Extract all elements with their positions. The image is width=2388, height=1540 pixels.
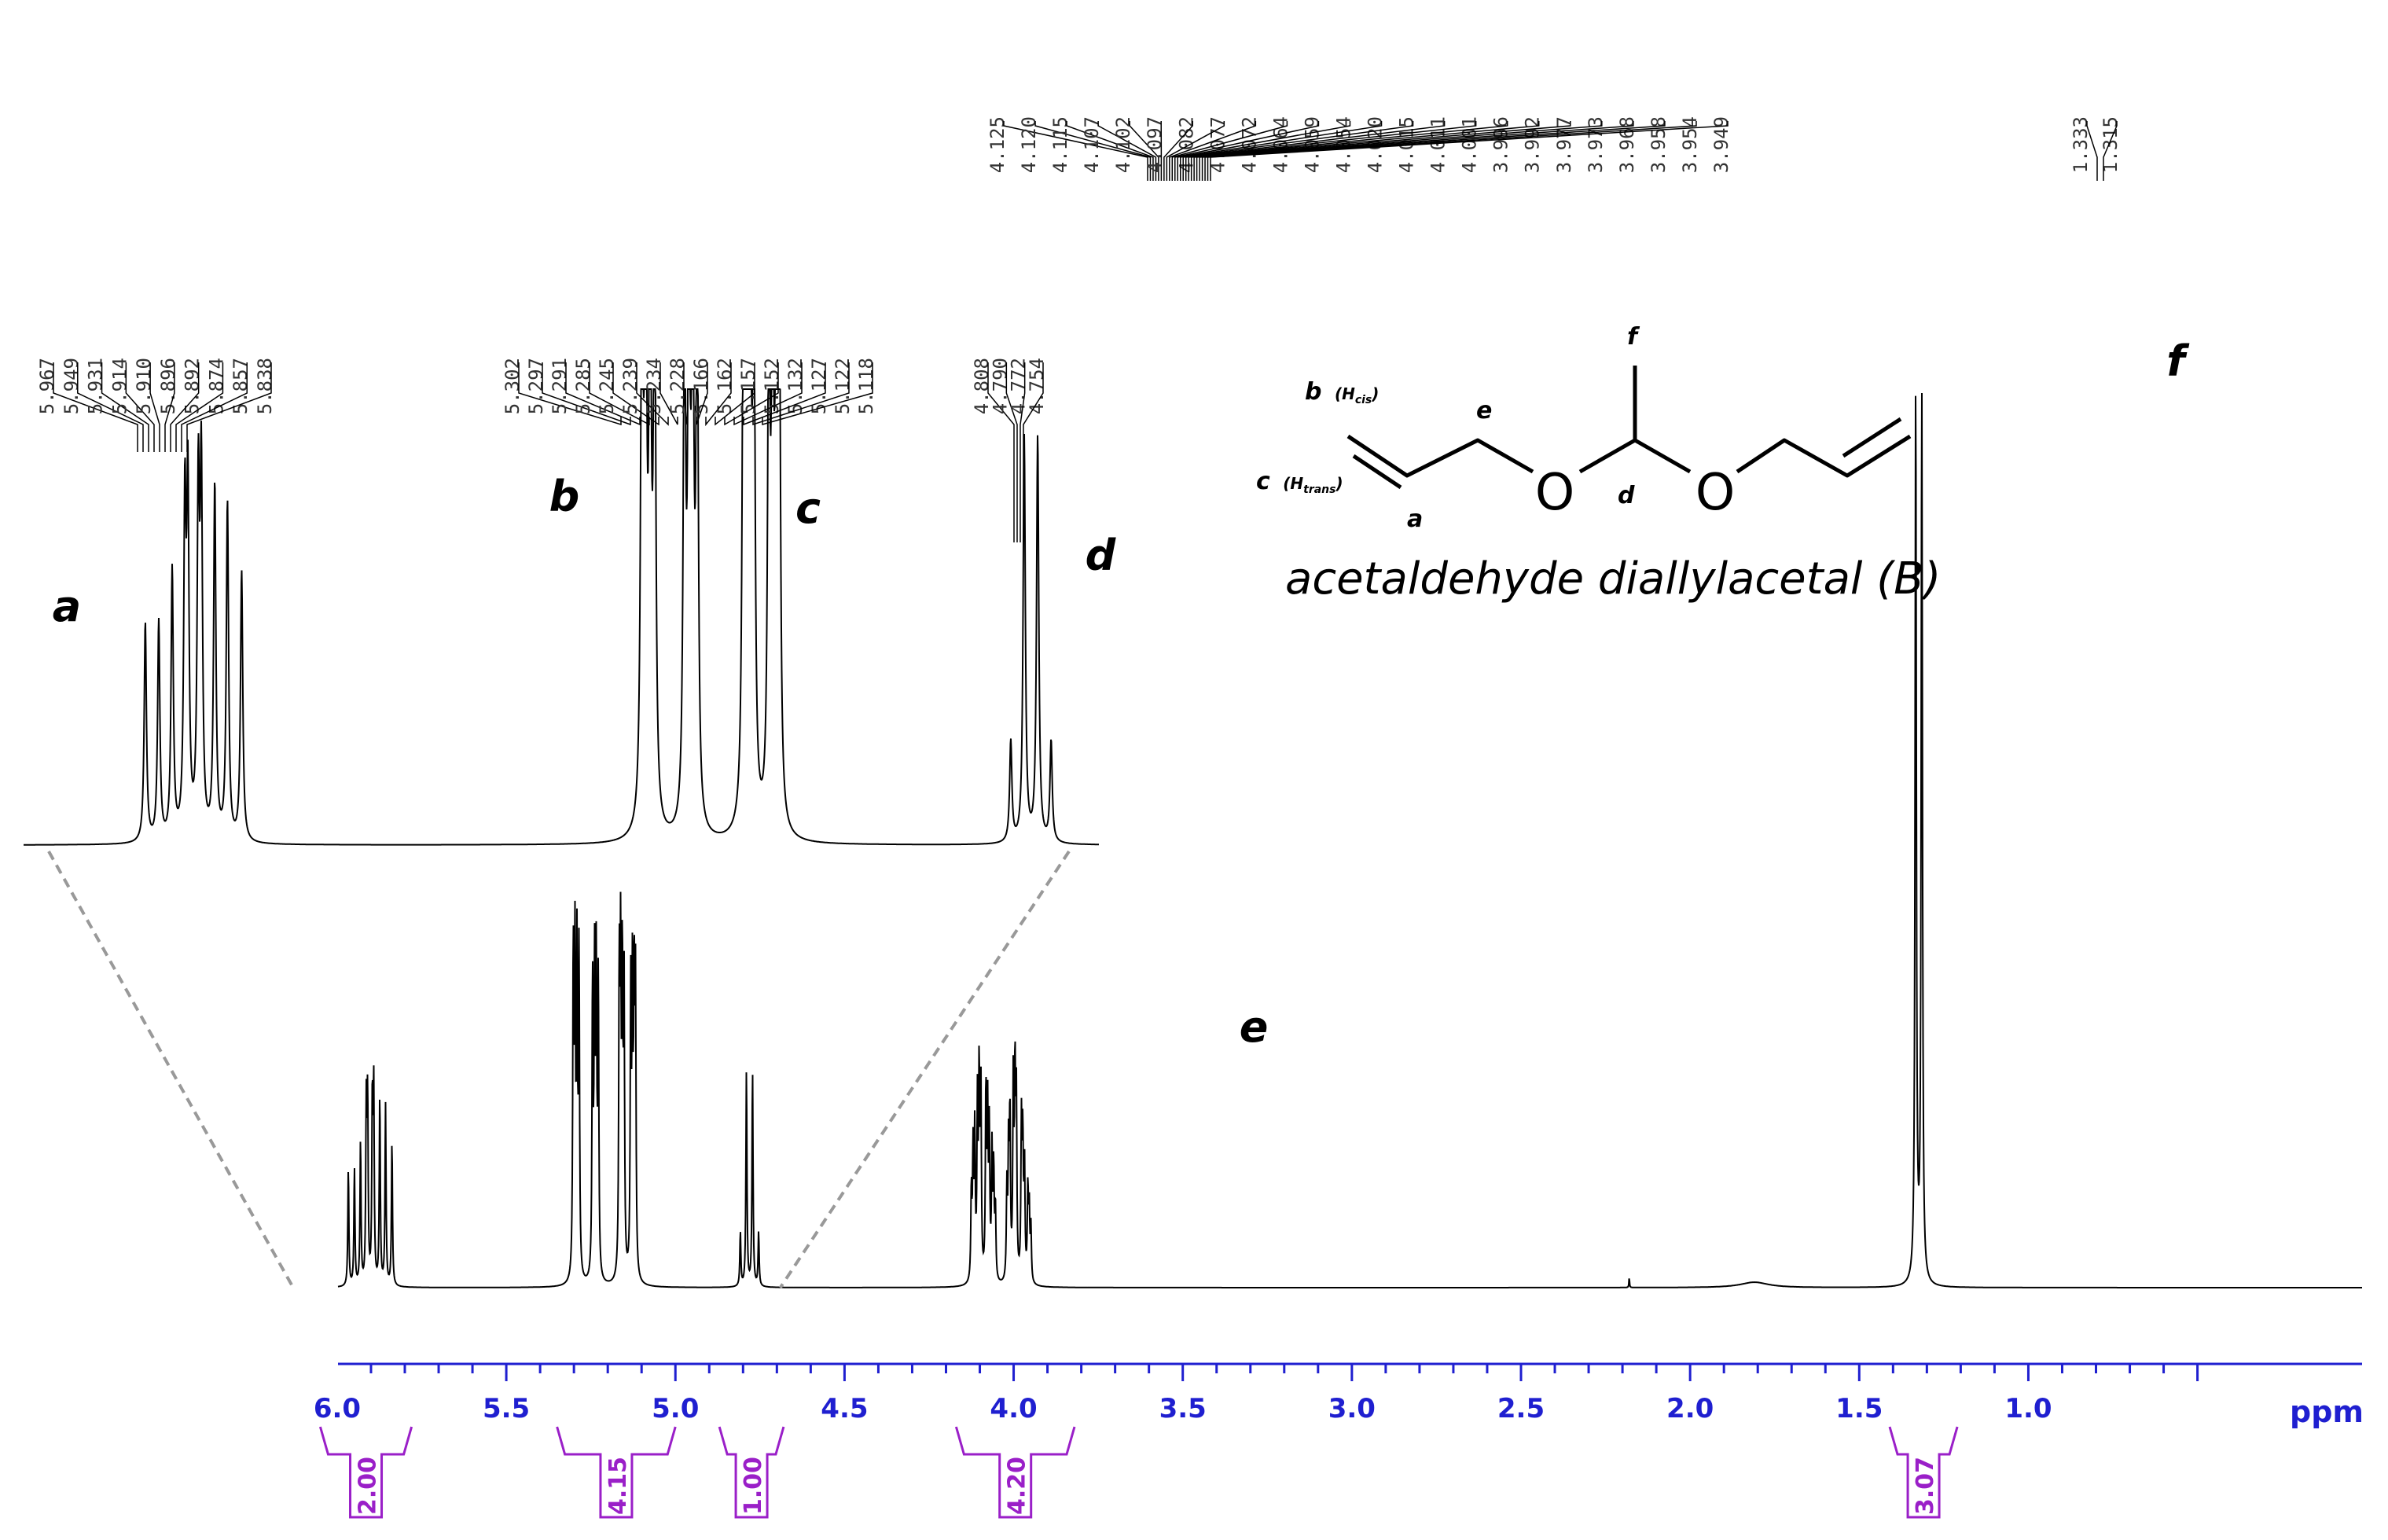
compound-name: acetaldehyde diallylacetal (B) <box>1285 553 1941 605</box>
peak-position-label: 5.949 <box>61 358 83 414</box>
peak-position-label: 4.120 <box>1018 116 1040 173</box>
signal-label-f: f <box>2166 336 2190 386</box>
peak-position-label: 5.291 <box>549 358 571 414</box>
peak-position-label: 3.992 <box>1522 116 1544 173</box>
peak-position-label: 5.874 <box>205 358 227 414</box>
signal-label-d: d <box>1086 531 1117 580</box>
structure-oxygen-2: O <box>1695 464 1735 522</box>
integral-value: 4.20 <box>1004 1457 1031 1515</box>
structure-oxygen-1: O <box>1535 464 1574 522</box>
structure-label-e: e <box>1476 397 1492 425</box>
signal-label-c: c <box>795 483 821 533</box>
peak-position-label: 4.097 <box>1144 116 1166 173</box>
integral-value: 1.00 <box>740 1457 767 1515</box>
peak-position-label: 4.102 <box>1112 116 1134 173</box>
main-spectrum-line <box>338 393 2362 1288</box>
peak-position-label: 3.973 <box>1585 116 1607 173</box>
peak-position-label: 5.302 <box>501 358 524 414</box>
structure-bonds-center <box>1580 440 1690 472</box>
integral-value: 4.15 <box>604 1457 632 1515</box>
peak-position-label: 5.152 <box>761 358 783 414</box>
peak-position-label: 4.754 <box>1026 358 1048 414</box>
axis-tick-label: 4.0 <box>990 1393 1037 1424</box>
peak-position-label: 4.125 <box>986 116 1008 173</box>
axis-tick-label: 5.0 <box>652 1393 699 1424</box>
peak-position-label: 5.162 <box>714 358 736 414</box>
peak-position-label: 5.838 <box>254 358 276 414</box>
peak-position-label: 4.107 <box>1081 116 1103 173</box>
axis-tick-label: 1.0 <box>2004 1393 2052 1424</box>
peak-position-label: 5.892 <box>182 358 204 414</box>
main-spectrum-trace <box>338 393 2362 1288</box>
peak-position-label: 5.931 <box>85 358 107 414</box>
peak-position-label: 1.333 <box>2070 116 2092 173</box>
structure-double-bond <box>1354 456 1401 487</box>
structure-double-bond-right <box>1843 419 1901 456</box>
peak-position-label: 3.968 <box>1616 116 1638 173</box>
peak-position-label: 5.967 <box>36 358 58 414</box>
signal-letter-labels: a b c d e f <box>53 336 2190 1052</box>
integral-brackets: 2.00 4.15 1.00 4.20 3.07 <box>320 1427 1957 1517</box>
structure-label-f: f <box>1627 323 1640 351</box>
peak-position-label: 3.949 <box>1710 116 1732 173</box>
peak-leader-line <box>1067 121 1153 181</box>
axis-tick-label: 3.5 <box>1159 1393 1207 1424</box>
signal-label-b: b <box>549 472 580 521</box>
peak-position-label: 5.285 <box>572 358 594 414</box>
axis-tick-label: 6.0 <box>314 1393 361 1424</box>
axis-tick-label: 1.5 <box>1835 1393 1883 1424</box>
structure-bonds-right <box>1737 436 1910 476</box>
zoom-guide-lines <box>49 851 1069 1288</box>
peak-position-label: 5.857 <box>230 358 252 414</box>
peak-position-label: 1.315 <box>2100 116 2122 173</box>
axis-tick-label: 3.0 <box>1328 1393 1376 1424</box>
axis-tick-label: 5.5 <box>483 1393 530 1424</box>
peak-position-label: 5.132 <box>784 358 806 414</box>
structure-label-b: b (Hcis) <box>1305 378 1379 406</box>
peak-position-label: 5.122 <box>832 358 854 414</box>
peak-position-label: 3.996 <box>1490 116 1512 173</box>
structure-label-d: d <box>1618 482 1635 509</box>
axis-tick-label: 4.5 <box>821 1393 868 1424</box>
axis-unit-label: ppm <box>2290 1395 2364 1429</box>
molecule-structure: O O b (Hcis) c (Htrans) a e d f acetalde… <box>1256 323 1941 605</box>
peak-position-label: 5.896 <box>157 358 179 414</box>
inset-spectrum-line <box>24 389 1099 845</box>
integral-value: 2.00 <box>355 1457 382 1515</box>
peak-position-label: 5.166 <box>690 358 712 414</box>
peak-position-label: 4.011 <box>1427 116 1449 173</box>
peak-position-label: 5.234 <box>643 358 665 414</box>
signal-label-e: e <box>1240 1002 1269 1052</box>
signal-label-a: a <box>53 582 81 631</box>
peak-position-label: 5.118 <box>855 358 877 414</box>
zoom-guide-left <box>49 851 293 1288</box>
integral-value: 3.07 <box>1912 1457 1939 1515</box>
structure-label-c: c (Htrans) <box>1256 468 1343 496</box>
ppm-axis: 6.0 5.5 5.0 4.5 4.0 3.5 3.0 2.5 2.0 1.5 1.0 ppm <box>314 1364 2364 1429</box>
peak-position-label: 3.958 <box>1648 116 1670 173</box>
axis-tick-label: 2.5 <box>1497 1393 1545 1424</box>
inset-spectrum-trace <box>24 389 1099 845</box>
peak-position-label: 5.297 <box>525 358 547 414</box>
structure-label-a: a <box>1407 505 1423 533</box>
peak-position-label: 4.001 <box>1459 116 1481 173</box>
peak-position-label: 3.954 <box>1679 116 1701 173</box>
peak-position-label: 3.977 <box>1553 116 1575 173</box>
peak-position-label: 4.115 <box>1049 116 1071 173</box>
peak-position-label: 5.239 <box>619 358 641 414</box>
peak-position-label: 5.910 <box>133 358 155 414</box>
peak-position-label: 5.245 <box>596 358 618 414</box>
peak-position-label: 5.914 <box>108 358 130 414</box>
axis-tick-label: 2.0 <box>1666 1393 1714 1424</box>
